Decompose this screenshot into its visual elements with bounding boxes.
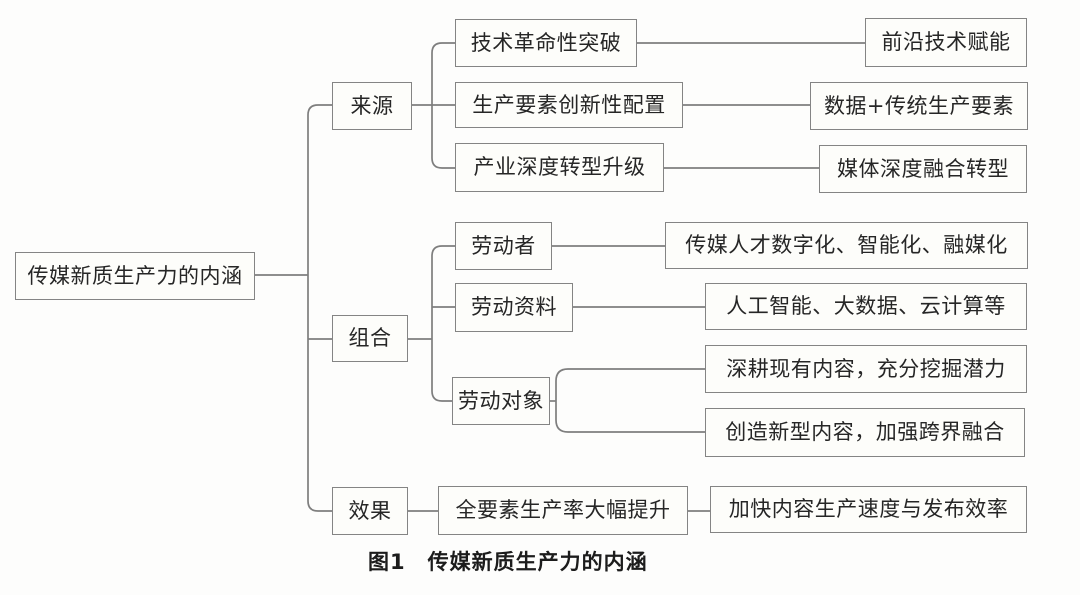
leaf-ai-bigdata-cloud: 人工智能、大数据、云计算等 xyxy=(705,283,1027,330)
node-labor-means: 劳动资料 xyxy=(455,283,573,332)
leaf-deepen-existing: 深耕现有内容，充分挖掘潜力 xyxy=(705,345,1027,393)
line-trunk xyxy=(307,104,332,512)
node-tech-breakthrough: 技术革命性突破 xyxy=(455,19,637,67)
figure-caption: 图1 传媒新质生产力的内涵 xyxy=(368,550,648,574)
bracket-object-children xyxy=(555,368,705,433)
node-labor-object: 劳动对象 xyxy=(452,377,550,425)
node-industry-upgrade: 产业深度转型升级 xyxy=(455,143,664,192)
node-laborer: 劳动者 xyxy=(455,222,552,270)
leaf-data-plus-traditional: 数据+传统生产要素 xyxy=(810,82,1028,130)
leaf-frontier-tech: 前沿技术赋能 xyxy=(865,18,1027,67)
node-tfp-improvement: 全要素生产率大幅提升 xyxy=(438,486,688,535)
leaf-speed-efficiency: 加快内容生产速度与发布效率 xyxy=(710,486,1027,533)
node-factor-allocation: 生产要素创新性配置 xyxy=(455,82,683,128)
branch-effect: 效果 xyxy=(332,487,408,535)
leaf-media-integration: 媒体深度融合转型 xyxy=(819,145,1027,193)
bracket-combination-children xyxy=(431,245,455,402)
leaf-create-new-content: 创造新型内容，加强跨界融合 xyxy=(705,408,1025,457)
branch-combination: 组合 xyxy=(332,315,408,362)
branch-source: 来源 xyxy=(332,82,412,130)
bracket-source-children xyxy=(431,42,455,169)
root-node: 传媒新质生产力的内涵 xyxy=(15,252,255,300)
leaf-media-talent: 传媒人才数字化、智能化、融媒化 xyxy=(665,222,1028,269)
